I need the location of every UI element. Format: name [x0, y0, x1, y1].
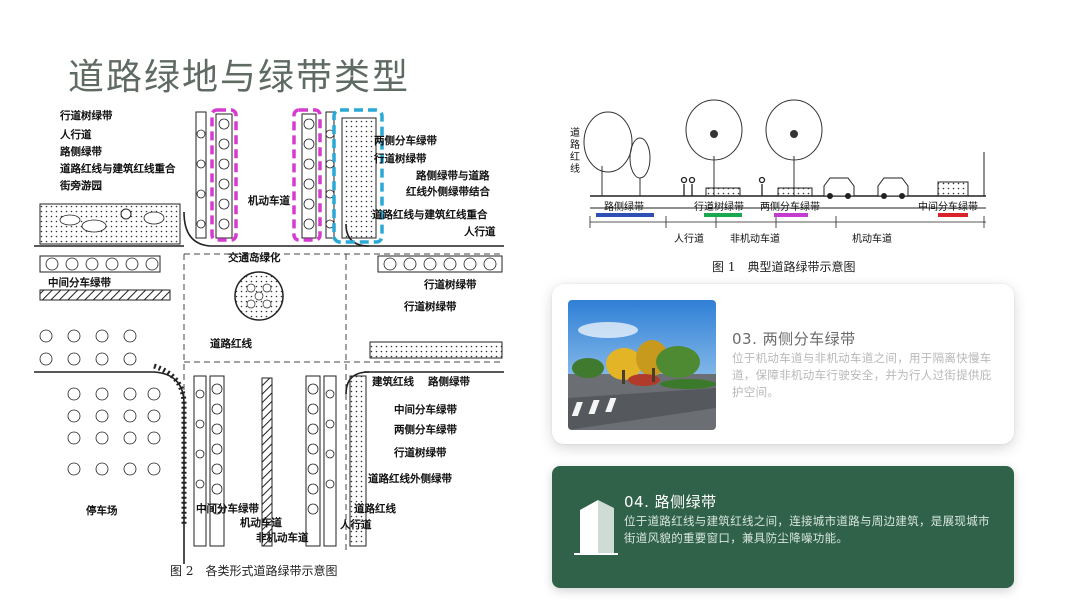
label-zhongjian3: 中间分车绿带 [196, 502, 259, 515]
label-jidong: 机动车道 [852, 232, 892, 245]
card03-title: 03. 两侧分车绿带 [732, 330, 856, 348]
label-xingdaoshu1: 行道树绿带 [59, 109, 113, 122]
figure2-caption: 图 2 各类形式道路绿带示意图 [170, 564, 338, 578]
building-icon [574, 500, 618, 555]
label-feijidong: 非机动车道 [256, 531, 309, 544]
card-roadside-green: 04. 路侧绿带 位于道路红线与建筑红线之间，连接城市道路与周边建筑，是展现城市… [552, 466, 1014, 588]
card04-title: 04. 路侧绿带 [624, 493, 717, 511]
label-daoluhongxian2: 道路红线 [354, 502, 396, 515]
label-feijidong: 非机动车道 [730, 232, 780, 245]
label-xingdaoshu3: 行道树绿带 [423, 278, 477, 291]
label-xingdaoshu4: 行道树绿带 [403, 300, 457, 313]
label-luce-jiehe: 路侧绿带与道路 [416, 169, 490, 182]
label-chonghe1: 道路红线与建筑红线重合 [60, 162, 176, 175]
label-jiepang: 街旁游园 [59, 179, 102, 192]
label-luce1: 路侧绿带 [60, 145, 102, 158]
road-section-diagram: 道路红线 路侧绿带 行道树绿带 两侧分车绿带 中间分车绿带 人行道 非机动车道 … [570, 99, 986, 245]
street-photo [568, 300, 716, 430]
label-hongxian-vertical: 道路红线 [570, 126, 580, 175]
road-plan-diagram: 行道树绿带 人行道 路侧绿带 道路红线与建筑红线重合 街旁游园 机动车道 两侧分… [34, 108, 504, 564]
label-liangce2: 两侧分车绿带 [394, 423, 457, 436]
label-hongxian-waice: 道路红线外侧绿带 [368, 472, 452, 485]
label-jidong2: 机动车道 [240, 516, 282, 529]
page-title: 道路绿地与绿带类型 [68, 57, 411, 98]
label-xingdaoshu: 行道树绿带 [694, 200, 744, 213]
card-two-side-median: 03. 两侧分车绿带 位于机动车道与非机动车道之间，用于隔离快慢车道，保障非机动… [552, 284, 1014, 444]
label-daoluhongxian1: 道路红线 [210, 337, 252, 350]
label-luce2: 路侧绿带 [428, 375, 470, 388]
label-zhongjian1: 中间分车绿带 [48, 276, 111, 289]
card04-text: 位于道路红线与建筑红线之间，连接城市道路与周边建筑，是展现城市街道风貌的重要窗口… [624, 514, 990, 545]
label-renxingdao2: 人行道 [464, 225, 496, 238]
label-luce: 路侧绿带 [604, 200, 644, 213]
label-hongxian-waice-jiehe: 红线外侧绿带结合 [406, 185, 490, 198]
figure1-caption: 图 1 典型道路绿带示意图 [712, 260, 856, 274]
label-liangce1: 两侧分车绿带 [374, 134, 437, 147]
label-xingdaoshu2: 行道树绿带 [373, 152, 427, 165]
label-xingdaoshu5: 行道树绿带 [393, 446, 447, 459]
label-liangce: 两侧分车绿带 [760, 200, 820, 213]
label-renxingdao3: 人行道 [340, 518, 372, 531]
label-renxingdao: 人行道 [674, 232, 704, 245]
label-zhongjian2: 中间分车绿带 [394, 403, 457, 416]
label-zhongjian: 中间分车绿带 [918, 200, 978, 213]
label-chonghe2: 道路红线与建筑红线重合 [372, 208, 488, 221]
card03-text: 位于机动车道与非机动车道之间，用于隔离快慢车道，保障非机动车行驶安全，并为行人过… [732, 351, 992, 399]
label-jiaotongdao: 交通岛绿化 [228, 251, 281, 264]
label-renxingdao1: 人行道 [60, 128, 92, 141]
label-jianzhuhongxian: 建筑红线 [371, 375, 414, 388]
label-tingche: 停车场 [86, 504, 118, 517]
label-jidong1: 机动车道 [248, 194, 290, 207]
